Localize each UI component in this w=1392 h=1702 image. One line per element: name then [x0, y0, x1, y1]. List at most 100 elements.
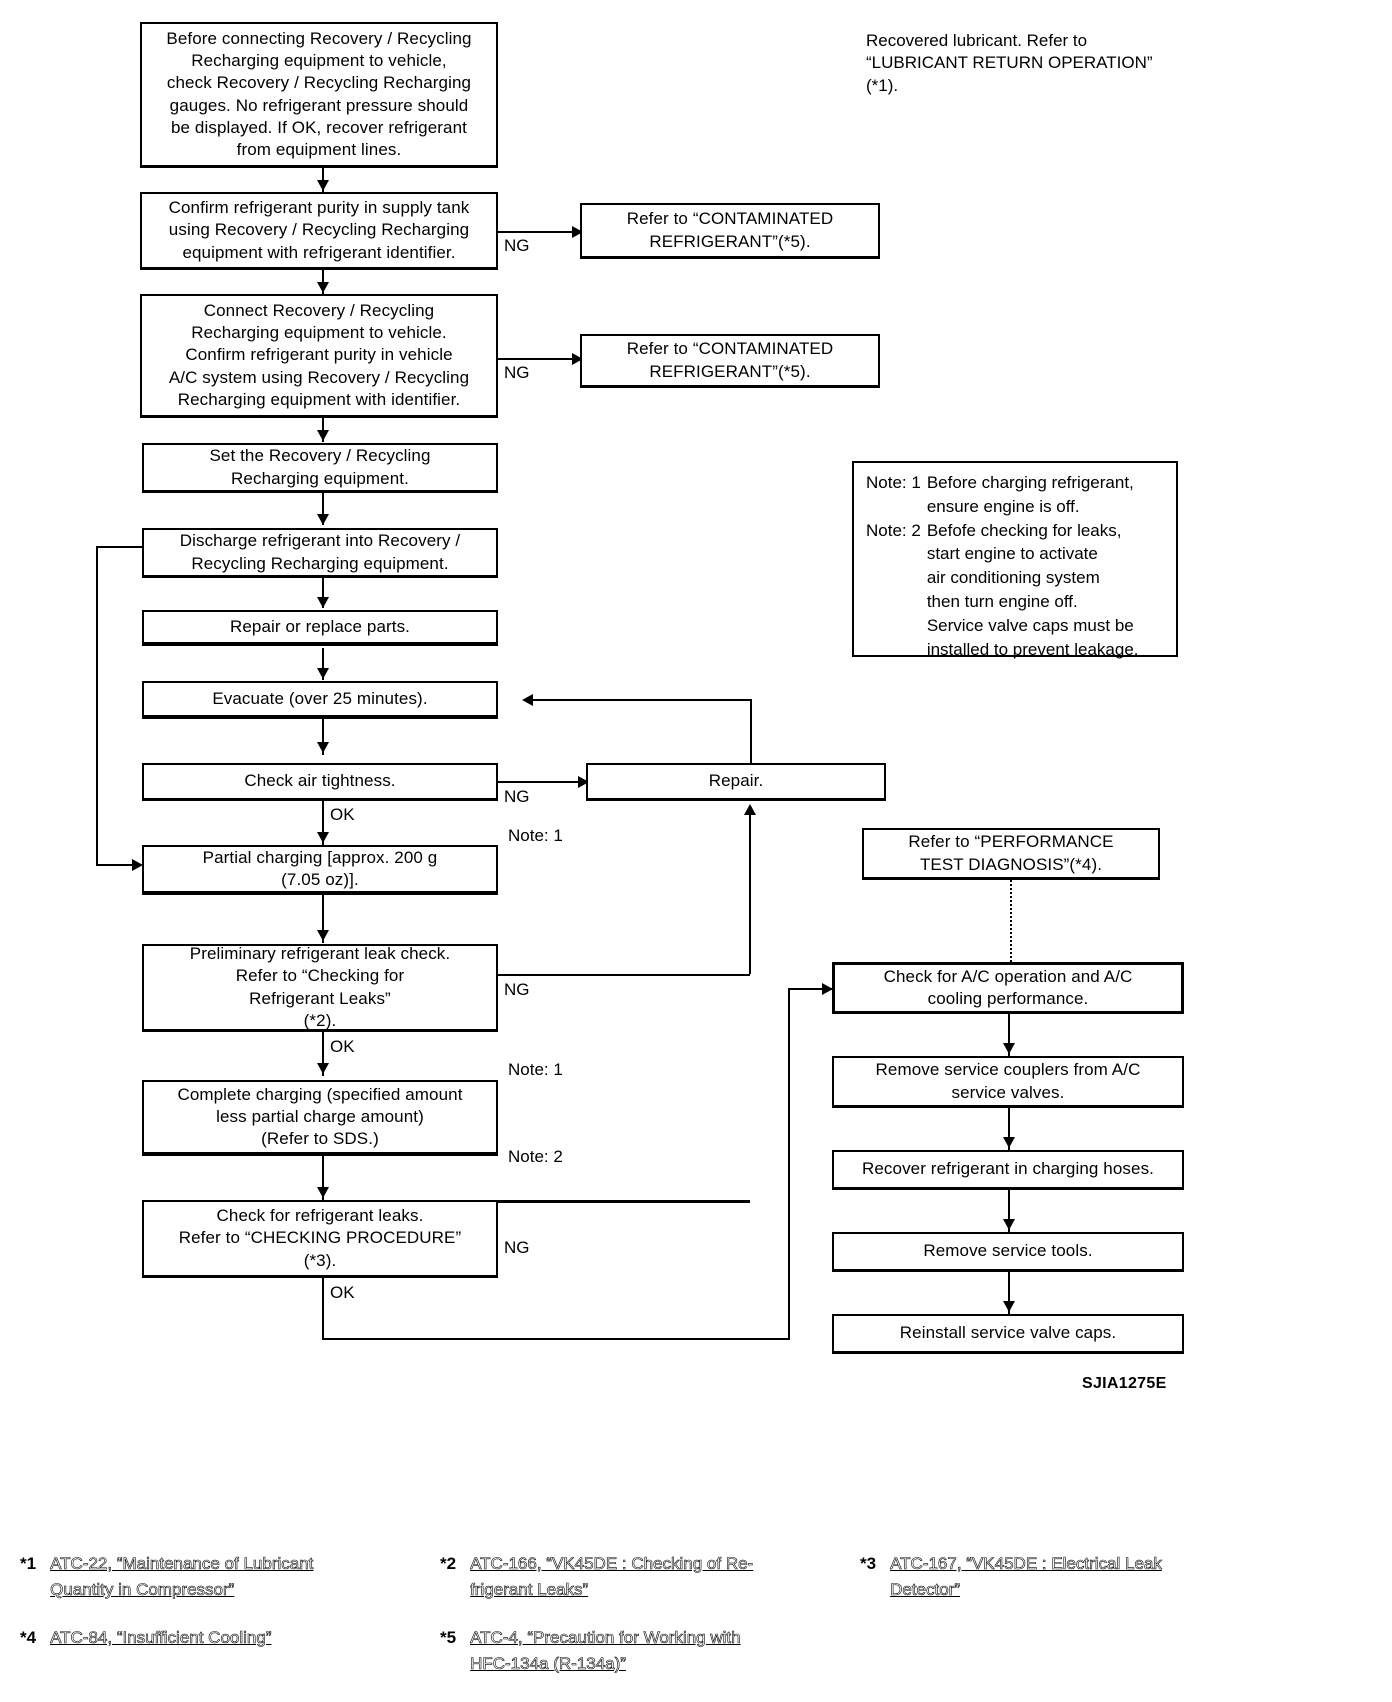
- box-check-refrigerant-leaks: Check for refrigerant leaks. Refer to “C…: [142, 1200, 498, 1278]
- note-tag-1: Note: 1: [866, 473, 921, 492]
- box-confirm-purity-supply-tank: Confirm refrigerant purity in supply tan…: [140, 192, 498, 270]
- arrowhead-down-b15: [317, 1187, 329, 1198]
- footnote-4: *4 ATC-84, “Insufficient Cooling”: [20, 1625, 440, 1651]
- connector-b7-b8: [322, 578, 324, 608]
- connector-b15-down: [322, 1278, 324, 1340]
- note-panel: Note: 1 Before charging refrigerant, ens…: [852, 461, 1178, 659]
- footnote-2-link[interactable]: ATC-166, “VK45DE : Checking of Re- frige…: [470, 1554, 754, 1600]
- footnote-5-mark: *5: [440, 1628, 457, 1647]
- connector-b13-ng: [498, 974, 750, 976]
- box-preliminary-leak-check: Preliminary refrigerant leak check. Refe…: [142, 944, 498, 1032]
- arrowhead-down-b7: [317, 514, 329, 525]
- edge-label-ok-2: OK: [330, 1037, 355, 1056]
- arrowhead-down-b8: [317, 597, 329, 608]
- box-partial-charging: Partial charging [approx. 200 g (7.05 oz…: [142, 845, 498, 895]
- note-row-2: Note: 2 Befofe checking for leaks, start…: [866, 519, 1166, 662]
- dotted-connector-performance-to-ac-check: [1010, 880, 1012, 962]
- edge-label-note-1b: Note: 1: [508, 1060, 563, 1079]
- edge-label-ng-4: NG: [504, 980, 530, 999]
- connector-b9-b10: [322, 719, 324, 755]
- connector-b6-b7: [322, 493, 324, 525]
- footnote-3-link[interactable]: ATC-167, “VK45DE : Electrical Leak Detec…: [890, 1554, 1162, 1600]
- footnote-4-mark: *4: [20, 1628, 37, 1647]
- edge-label-ng-5: NG: [504, 1238, 530, 1257]
- footnote-1-link[interactable]: ATC-22, “Maintenance of Lubricant Quanti…: [50, 1554, 314, 1600]
- arrowhead-down-b6: [317, 430, 329, 441]
- edge-label-ng-3: NG: [504, 787, 530, 806]
- connector-b10-repair: [498, 781, 584, 783]
- box-contaminated-refrigerant-2: Refer to “CONTAMINATED REFRIGERANT”(*5).: [580, 334, 880, 388]
- footnote-3-mark: *3: [860, 1554, 877, 1573]
- right-rail-riser: [788, 988, 790, 1340]
- box-check-air-tightness: Check air tightness.: [142, 763, 498, 801]
- connector-b12-b13: [322, 895, 324, 943]
- connector-b4-b5: [498, 358, 578, 360]
- edge-label-ng-2: NG: [504, 363, 530, 382]
- box-complete-charging: Complete charging (specified amount less…: [142, 1080, 498, 1156]
- arrowhead-down-b18: [1003, 1043, 1015, 1054]
- connector-b8-b9: [322, 648, 324, 680]
- footnote-2: *2 ATC-166, “VK45DE : Checking of Re- fr…: [440, 1551, 860, 1604]
- loop-rail-top-stub: [96, 546, 142, 548]
- recovered-lubricant-note: Recovered lubricant. Refer to “LUBRICANT…: [866, 31, 1153, 95]
- footnote-1: *1 ATC-22, “Maintenance of Lubricant Qua…: [20, 1551, 440, 1604]
- connector-b14-b15: [322, 1156, 324, 1200]
- box-set-recharging-equipment: Set the Recovery / Recycling Recharging …: [142, 443, 498, 493]
- edge-label-ng-1: NG: [504, 236, 530, 255]
- connector-b2-b3: [498, 231, 578, 233]
- box-remove-service-couplers: Remove service couplers from A/C service…: [832, 1056, 1184, 1108]
- edge-label-note-1a: Note: 1: [508, 826, 563, 845]
- box-recover-refrigerant-hoses: Recover refrigerant in charging hoses.: [832, 1150, 1184, 1190]
- footnote-2-mark: *2: [440, 1554, 457, 1573]
- connector-b17-b18: [1008, 1014, 1010, 1056]
- box-connect-equipment-confirm-vehicle-purity: Connect Recovery / Recycling Recharging …: [140, 294, 498, 418]
- arrowhead-down-b13: [317, 930, 329, 941]
- note-row-1: Note: 1 Before charging refrigerant, ens…: [866, 471, 1166, 519]
- box-repair: Repair.: [586, 763, 886, 801]
- arrowhead-right-b3: [572, 226, 583, 238]
- arrowhead-up-repair: [744, 804, 756, 815]
- connector-b19-b20: [1008, 1190, 1010, 1232]
- arrowhead-left-evacuate: [522, 694, 533, 706]
- arrowhead-right-ac-check: [822, 983, 833, 995]
- right-rail-to-ac-check: [788, 988, 832, 990]
- arrowhead-down-b12: [317, 832, 329, 843]
- arrowhead-down-b2: [317, 180, 329, 191]
- box-discharge-refrigerant: Discharge refrigerant into Recovery / Re…: [142, 528, 498, 578]
- connector-b20-b21: [1008, 1272, 1010, 1314]
- connector-b15-note2-branch: [498, 1200, 750, 1203]
- box-repair-or-replace-parts: Repair or replace parts.: [142, 610, 498, 646]
- connector-repair-riser: [750, 699, 752, 763]
- footnote-1-mark: *1: [20, 1554, 37, 1573]
- note-body-2: Befofe checking for leaks, start engine …: [926, 520, 1139, 659]
- arrowhead-down-b19: [1003, 1137, 1015, 1148]
- edge-label-ok-3: OK: [330, 1283, 355, 1302]
- loop-rail-bottom-stub: [96, 864, 140, 866]
- footnote-5-link[interactable]: ATC-4, “Precaution for Working with HFC-…: [470, 1628, 741, 1674]
- connector-ok-to-right-rail: [322, 1338, 790, 1340]
- figure-id-label: SJIA1275E: [1082, 1375, 1167, 1392]
- connector-b18-b19: [1008, 1108, 1010, 1150]
- arrowhead-down-b10: [317, 742, 329, 753]
- arrowhead-down-b14: [317, 1063, 329, 1074]
- arrowhead-right-b5: [572, 353, 583, 365]
- connector-b10-b12: [322, 801, 324, 845]
- arrowhead-down-b21: [1003, 1301, 1015, 1312]
- box-evacuate: Evacuate (over 25 minutes).: [142, 681, 498, 719]
- arrowhead-down-b9: [317, 668, 329, 679]
- arrowhead-down-b4: [317, 282, 329, 293]
- connector-repair-to-evacuate: [530, 699, 752, 701]
- box-reinstall-valve-caps: Reinstall service valve caps.: [832, 1314, 1184, 1354]
- connector-b13-b14: [322, 1032, 324, 1076]
- note-tag-2: Note: 2: [866, 520, 921, 540]
- box-before-connecting-equipment: Before connecting Recovery / Recycling R…: [140, 22, 498, 168]
- arrowhead-down-b20: [1003, 1219, 1015, 1230]
- note-body-1: Before charging refrigerant, ensure engi…: [926, 473, 1134, 516]
- edge-label-note-2: Note: 2: [508, 1147, 563, 1166]
- loop-rail-left: [96, 546, 98, 866]
- box-contaminated-refrigerant-1: Refer to “CONTAMINATED REFRIGERANT”(*5).: [580, 203, 880, 259]
- box-performance-test-diagnosis: Refer to “PERFORMANCE TEST DIAGNOSIS”(*4…: [862, 828, 1160, 880]
- footnote-4-link[interactable]: ATC-84, “Insufficient Cooling”: [50, 1628, 272, 1648]
- footnote-3: *3 ATC-167, “VK45DE : Electrical Leak De…: [860, 1551, 1280, 1604]
